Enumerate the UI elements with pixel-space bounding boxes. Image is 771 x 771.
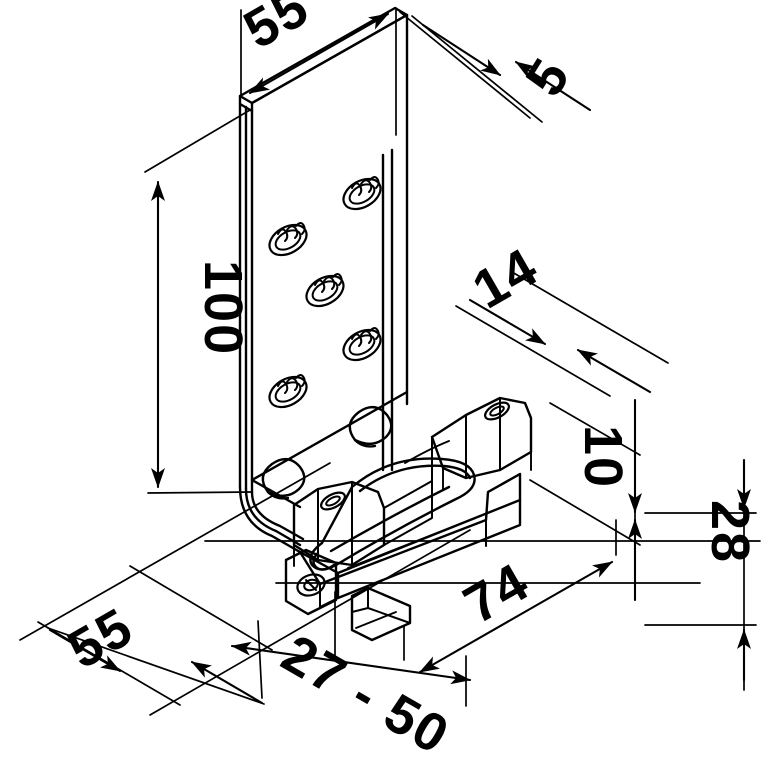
screw-hole	[342, 327, 382, 362]
geometry-group	[19, 6, 761, 716]
restrictor-mechanism	[261, 396, 533, 642]
dimension-label-100-left: 100	[193, 260, 253, 356]
dimension-labels: 55 5 100 14 10 28 74 55 27 - 50	[58, 0, 760, 766]
dimension-label-28-right: 28	[700, 500, 760, 564]
dimension-label-55-bottom: 55	[58, 596, 143, 680]
screw-hole	[305, 273, 345, 308]
dimension-label-10-right: 10	[573, 425, 633, 489]
dimension-label-55-top: 55	[234, 0, 319, 60]
screw-hole-group	[268, 176, 382, 409]
screw-hole	[268, 222, 308, 257]
screw-hole	[268, 374, 308, 409]
dimension-lines	[37, 7, 757, 707]
dimension-label-27-50-bottom: 27 - 50	[272, 623, 460, 766]
dimension-label-14-right: 14	[463, 236, 548, 320]
screw-hole	[342, 176, 382, 211]
dimension-label-74-lower: 74	[454, 551, 539, 635]
